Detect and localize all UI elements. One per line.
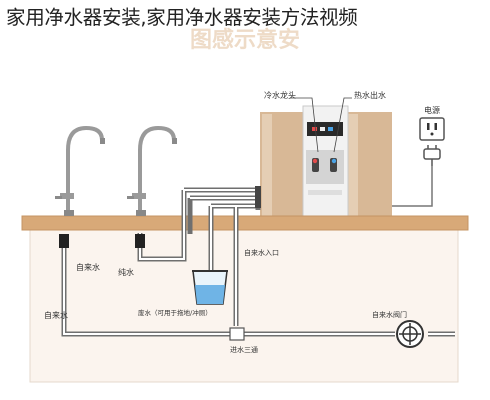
countertop: [21, 215, 469, 231]
label-cold-water-tap: 冷水龙头: [264, 90, 296, 100]
power-cord: [392, 166, 433, 207]
fitting: [59, 234, 69, 248]
label-tap-water-1: 自来水: [76, 262, 100, 272]
label-waste-water: 废水（可用于拖地/冲厕）: [138, 308, 212, 317]
label-hot-water-outlet: 热水出水: [354, 90, 386, 100]
label-tap-inlet: 自来水入口: [244, 248, 279, 257]
bucket-icon: [192, 270, 228, 305]
background-title: 图感示意安: [189, 28, 300, 50]
water-purifier: [260, 105, 392, 225]
faucet-icon: [55, 125, 105, 216]
inlet-tee: [229, 327, 245, 341]
valve-icon: [396, 320, 424, 348]
label-inlet-tee: 进水三通: [230, 345, 258, 354]
cabinet-background: [29, 221, 459, 383]
label-tap-valve: 自来水阀门: [372, 310, 407, 319]
faucet-icon: [127, 125, 177, 216]
page-title: 家用净水器安装,家用净水器安装方法视频: [6, 6, 358, 29]
label-tap-water-2: 自来水: [44, 310, 68, 320]
fitting: [135, 234, 145, 248]
label-pure-water: 纯水: [118, 267, 134, 277]
power-socket-icon: [419, 117, 445, 141]
plug-icon: [423, 145, 441, 166]
label-power: 电源: [424, 105, 440, 115]
